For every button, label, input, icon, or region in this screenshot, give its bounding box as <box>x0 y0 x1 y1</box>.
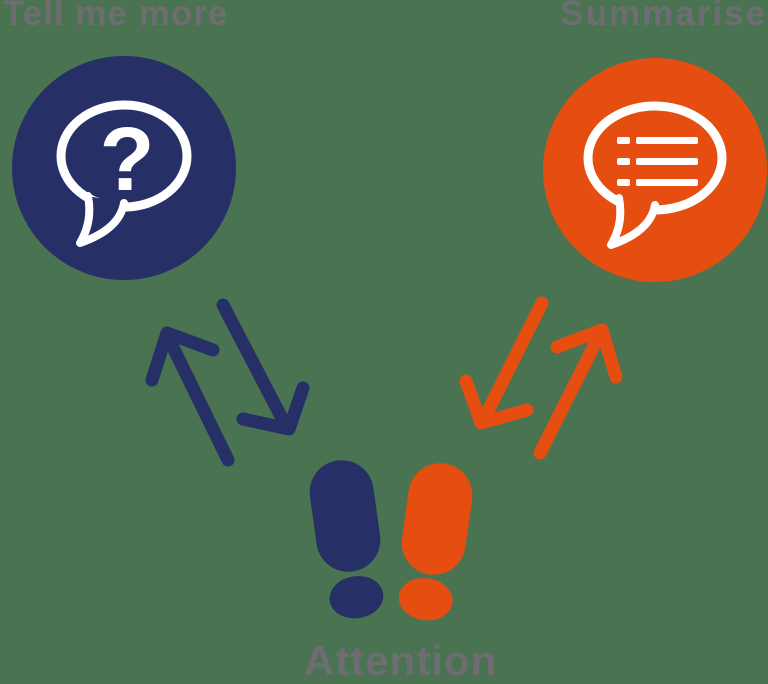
down-arrow-shaft <box>477 296 549 426</box>
summarise-label: Summarise <box>560 0 767 33</box>
question-bubble-tail <box>76 192 128 247</box>
summarise-node <box>543 58 767 282</box>
up-arrow-head <box>145 326 220 387</box>
up-arrow-head <box>550 323 623 384</box>
footprints-icon <box>309 460 473 621</box>
tell-me-more-node: ? <box>12 56 236 280</box>
exchange-arrows-left-icon <box>145 298 310 467</box>
down-arrow-head <box>459 374 534 430</box>
tell-me-more-label: Tell me more <box>3 0 229 33</box>
down-arrow-head <box>236 381 310 436</box>
down-arrow-shaft <box>216 298 293 433</box>
up-arrow-shaft <box>161 330 235 467</box>
left-footprint <box>309 460 384 619</box>
summarise-circle <box>543 58 767 282</box>
list-bubble-tail <box>607 194 659 249</box>
exchange-arrows-right-icon <box>459 296 623 460</box>
list-lines-icon <box>617 137 698 186</box>
up-arrow-shaft <box>533 327 607 460</box>
tell-me-more-circle <box>12 56 236 280</box>
attention-label: Attention <box>304 637 498 684</box>
right-footprint <box>398 463 473 621</box>
question-mark-glyph: ? <box>100 110 155 210</box>
